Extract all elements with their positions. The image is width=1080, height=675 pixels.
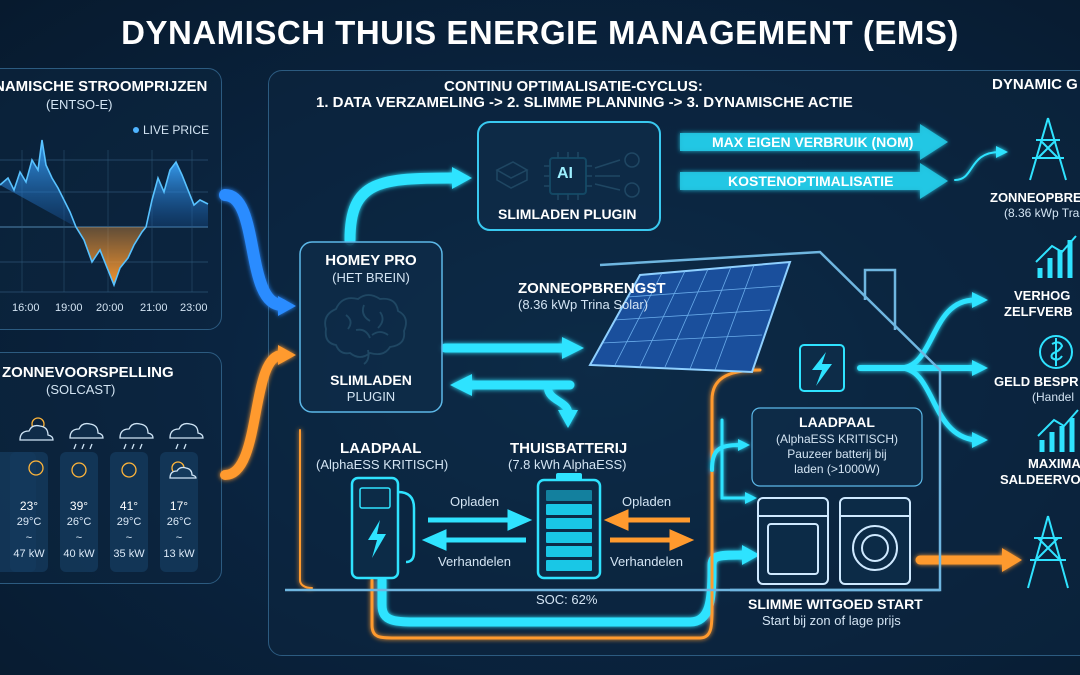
cycle-line-2: 1. DATA VERZAMELING -> 2. SLIMME PLANNIN… bbox=[316, 94, 853, 111]
flow-arrows bbox=[219, 146, 1022, 640]
laadpaal-note-title: LAADPAAL bbox=[799, 414, 875, 430]
price-chart bbox=[0, 127, 209, 293]
forecast-day: 17°26°C~13 kW bbox=[160, 452, 198, 572]
trade-label-left: Verhandelen bbox=[438, 554, 512, 569]
homey-subtitle: (HET BREIN) bbox=[332, 270, 410, 285]
ai-chip-label: AI bbox=[557, 165, 573, 182]
right-money: GELD BESPR bbox=[994, 374, 1079, 389]
charge-label-left: Opladen bbox=[450, 494, 500, 509]
laadpaal-subtitle: (AlphaESS KRITISCH) bbox=[316, 457, 449, 472]
forecast-day: 23°29°C~47 kW bbox=[10, 452, 48, 572]
right-self-1: VERHOG bbox=[1014, 288, 1071, 303]
solar-subtitle: (8.36 kWp Trina Solar) bbox=[518, 297, 649, 312]
right-money-sub: (Handel bbox=[1032, 390, 1075, 404]
tick-label: 20:00 bbox=[96, 302, 124, 314]
page-title: DYNAMISCH THUIS ENERGIE MANAGEMENT (EMS) bbox=[121, 14, 959, 51]
charge-label-right: Opladen bbox=[622, 494, 672, 509]
cycle-line-1: CONTINU OPTIMALISATIE-CYCLUS: bbox=[444, 78, 703, 95]
right-header: DYNAMIC G bbox=[992, 76, 1078, 93]
right-max-1: MAXIMA bbox=[1028, 456, 1080, 471]
laadpaal-note-line2: Pauzeer batterij bij bbox=[787, 447, 887, 461]
right-max-2: SALDEERVO bbox=[1000, 472, 1080, 487]
homey-label-1: SLIMLADEN bbox=[330, 372, 412, 388]
battery-soc: SOC: 62% bbox=[536, 592, 598, 607]
right-self-2: ZELFVERB bbox=[1004, 304, 1073, 319]
tick-label: 16:00 bbox=[12, 302, 40, 314]
tick-label: 23:00 bbox=[180, 302, 208, 314]
house-outline bbox=[285, 250, 942, 592]
plugin-box bbox=[477, 121, 661, 231]
battery-title: THUISBATTERIJ bbox=[510, 440, 628, 457]
charge-arrows bbox=[421, 509, 695, 551]
tick-label: 19:00 bbox=[55, 302, 83, 314]
right-solar: ZONNEOPBRE bbox=[990, 190, 1080, 205]
goal-arrows bbox=[680, 124, 948, 199]
forecast-day: 41°29°C~35 kW bbox=[110, 452, 148, 572]
appliance-title: SLIMME WITGOED START bbox=[748, 596, 923, 612]
battery-graphic bbox=[536, 473, 602, 580]
trade-label-right: Verhandelen bbox=[610, 554, 684, 569]
charger-graphic bbox=[350, 476, 416, 580]
right-icons bbox=[1027, 117, 1079, 589]
plugin-label: SLIMLADEN PLUGIN bbox=[498, 206, 637, 222]
laadpaal-title: LAADPAAL bbox=[340, 440, 422, 457]
homey-label-2: PLUGIN bbox=[346, 389, 396, 404]
laadpaal-note-box bbox=[751, 407, 923, 487]
laadpaal-note-line1: (AlphaESS KRITISCH) bbox=[775, 432, 899, 446]
price-title: NAMISCHE STROOMPRIJZEN bbox=[0, 78, 208, 95]
forecast-subtitle: (SOLCAST) bbox=[46, 382, 116, 397]
homey-title: HOMEY PRO bbox=[325, 252, 417, 269]
forecast-day: 39°26°C~40 kW bbox=[60, 452, 98, 572]
inverter-graphic bbox=[799, 344, 845, 392]
laadpaal-note-line3: laden (>1000W) bbox=[794, 462, 880, 476]
live-price-legend: LIVE PRICE bbox=[143, 123, 210, 137]
right-solar-sub: (8.36 kWp Tra bbox=[1004, 206, 1080, 220]
weather-icons-top bbox=[19, 417, 204, 450]
price-subtitle: (ENTSO-E) bbox=[46, 97, 113, 112]
appliance-graphic bbox=[757, 497, 911, 585]
solar-panel-graphic bbox=[588, 260, 792, 374]
goal-max-self-consumption: MAX EIGEN VERBRUIK (NOM) bbox=[712, 134, 914, 150]
homey-box bbox=[299, 241, 443, 413]
forecast-title: ZONNEVOORSPELLING bbox=[2, 364, 174, 381]
goal-cost-optimization: KOSTENOPTIMALISATIE bbox=[728, 173, 894, 189]
battery-subtitle: (7.8 kWh AlphaESS) bbox=[508, 457, 627, 472]
tick-label: 21:00 bbox=[140, 302, 168, 314]
appliance-subtitle: Start bij zon of lage prijs bbox=[762, 613, 901, 628]
solar-title: ZONNEOPBRENGST bbox=[518, 280, 666, 297]
